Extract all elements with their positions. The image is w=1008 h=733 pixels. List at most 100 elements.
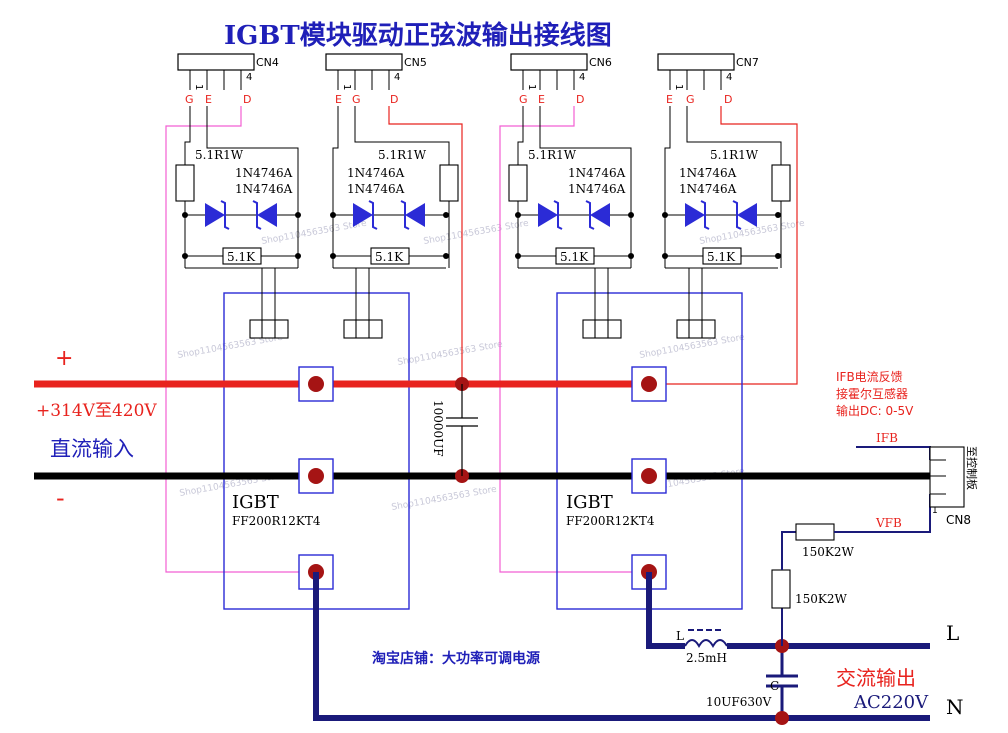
cn4-signal-d: D xyxy=(243,93,251,106)
bus-capacitor xyxy=(446,384,478,476)
diagram-title: IGBT模块驱动正弦波输出接线图 xyxy=(224,20,612,51)
gate-resistor-label: 5.1R1W xyxy=(195,148,244,162)
zener-label: 1N4746A xyxy=(347,166,405,180)
ac-line-l: L xyxy=(946,621,959,645)
output-n-wire xyxy=(313,572,930,721)
zener-diode-icon xyxy=(205,203,225,227)
zener-label: 1N4746A xyxy=(568,166,626,180)
inductor-ref: L xyxy=(676,629,684,643)
cn8-label: CN8 xyxy=(946,513,971,527)
cn5-signal-d: D xyxy=(390,93,398,106)
cn6-pin-1: 1 xyxy=(526,84,537,90)
cn7-signal-d: D xyxy=(724,93,732,106)
cn6-connector xyxy=(510,53,588,71)
output-l-wire-a xyxy=(646,572,685,649)
feedback-resistor-horizontal: 150K2W xyxy=(802,545,855,559)
pulldown-resistor xyxy=(222,247,262,265)
ac-line-n: N xyxy=(946,695,964,719)
zener-label: 1N4746A xyxy=(347,182,405,196)
igbt-right-model: FF200R12KT4 xyxy=(566,514,655,528)
cn5-pin-4: 4 xyxy=(394,72,400,83)
vfb-label: VFB xyxy=(875,516,902,530)
pulldown-resistor xyxy=(370,247,410,265)
zener-label: 1N4746A xyxy=(679,182,737,196)
cap-ref: C xyxy=(770,679,779,693)
feedback-resistor-vertical: 150K2W xyxy=(795,592,848,606)
pulldown-label: 5.1K xyxy=(375,250,404,264)
igbt-right-name: IGBT xyxy=(566,492,613,513)
ifb-label: IFB xyxy=(876,431,898,445)
cn4-pin-4: 4 xyxy=(246,72,252,83)
watermark: Shop1104563563 Store xyxy=(391,485,498,513)
cn5-signal-g: G xyxy=(352,93,361,106)
cn6-pin-4: 4 xyxy=(579,72,585,83)
watermark: Shop1104563563 Store xyxy=(423,219,530,247)
cn5-pin-1: 1 xyxy=(341,84,352,90)
zener-label: 1N4746A xyxy=(679,166,737,180)
cn7-connector xyxy=(657,53,735,71)
cn4-label: CN4 xyxy=(256,56,279,69)
cn5-signal-e: E xyxy=(335,93,342,106)
cn7-signal-g: G xyxy=(686,93,695,106)
gate-resistor-label: 5.1R1W xyxy=(710,148,759,162)
gate-resistor-label: 5.1R1W xyxy=(528,148,577,162)
cn6-signal-g: G xyxy=(519,93,528,106)
gate-resistor xyxy=(175,164,195,202)
dc-input-label: 直流输入 xyxy=(50,437,134,461)
watermark: Shop1104563563 Store xyxy=(397,340,504,368)
cn5-label: CN5 xyxy=(404,56,427,69)
zener-diode-icon xyxy=(538,203,558,227)
pulldown-label: 5.1K xyxy=(227,250,256,264)
zener-label: 1N4746A xyxy=(235,166,293,180)
bus-capacitor-value: 10000UF xyxy=(431,400,445,457)
gate-resistor xyxy=(439,164,459,202)
output-inductor xyxy=(684,629,728,648)
zener-diode-icon xyxy=(737,203,757,227)
gate-resistor xyxy=(771,164,791,202)
zener-label: 1N4746A xyxy=(235,182,293,196)
cn4-pin-1: 1 xyxy=(193,84,204,90)
cn8-connector xyxy=(929,446,965,508)
shop-label: 淘宝店铺：大功率可调电源 xyxy=(372,650,540,667)
zener-diode-icon xyxy=(405,203,425,227)
cn4-gate-cell xyxy=(175,106,301,269)
cn7-pin-4: 4 xyxy=(726,72,732,83)
pulldown-resistor xyxy=(702,247,742,265)
cn6-gate-cell xyxy=(508,106,634,269)
pulldown-label: 5.1K xyxy=(707,250,736,264)
cn7-label: CN7 xyxy=(736,56,759,69)
cn7-pin-1: 1 xyxy=(673,84,684,90)
gate-resistor-label: 5.1R1W xyxy=(378,148,427,162)
cn4-signal-g: G xyxy=(185,93,194,106)
cn4-connector xyxy=(177,53,255,71)
pulldown-label: 5.1K xyxy=(560,250,589,264)
cn8-pin-1: 1 xyxy=(932,506,938,516)
dc-plus-sign: + xyxy=(55,346,73,371)
dc-minus-sign: - xyxy=(56,484,65,512)
inductor-value: 2.5mH xyxy=(686,651,727,665)
gate-resistor xyxy=(508,164,528,202)
cap-value: 10UF630V xyxy=(706,695,772,709)
ac-voltage-label: AC220V xyxy=(853,692,929,713)
cn6-signal-d: D xyxy=(576,93,584,106)
zener-diode-icon xyxy=(353,203,373,227)
cn8-vertical-label: 至控制板 xyxy=(965,446,979,490)
igbt-left-name: IGBT xyxy=(232,492,279,513)
zener-diode-icon xyxy=(257,203,277,227)
feedback-note-3: 输出DC: 0-5V xyxy=(836,403,914,418)
cn5-connector xyxy=(325,53,403,71)
cn7-gate-cell xyxy=(662,106,791,269)
cn6-label: CN6 xyxy=(589,56,612,69)
cn6-signal-e: E xyxy=(538,93,545,106)
zener-label: 1N4746A xyxy=(568,182,626,196)
zener-diode-icon xyxy=(685,203,705,227)
feedback-note-2: 接霍尔互感器 xyxy=(836,386,908,401)
cn4-signal-e: E xyxy=(205,93,212,106)
igbt-left-model: FF200R12KT4 xyxy=(232,514,321,528)
cn5-gate-cell xyxy=(330,106,459,269)
zener-diode-icon xyxy=(590,203,610,227)
feedback-note-1: IFB电流反馈 xyxy=(836,370,903,384)
cn7-signal-e: E xyxy=(666,93,673,106)
